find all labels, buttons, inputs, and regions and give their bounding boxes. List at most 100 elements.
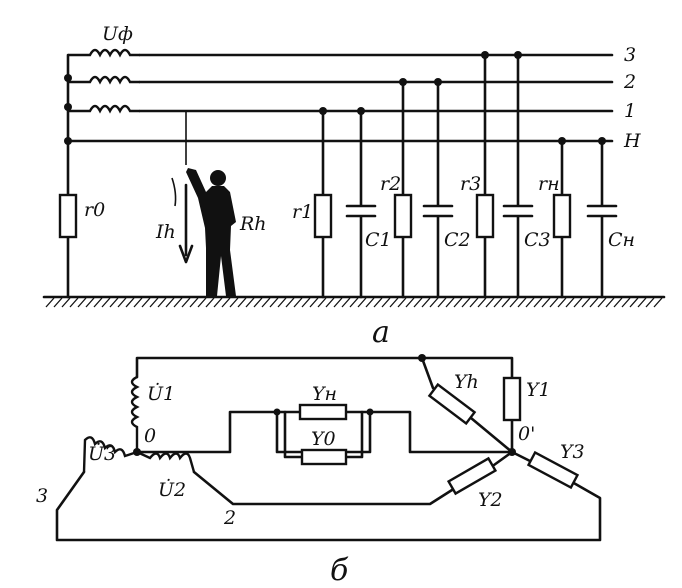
ground-hatch	[533, 297, 543, 308]
ground-hatch	[333, 297, 343, 308]
ground-hatch	[389, 297, 399, 308]
yh-resistor	[427, 382, 477, 426]
ground-hatch	[485, 297, 495, 308]
r2-label: r2	[380, 173, 401, 195]
line-neutral-label: Н	[623, 130, 641, 152]
r3-resistor	[475, 193, 495, 239]
ground-hatch	[285, 297, 295, 308]
c2-label: C2	[444, 229, 471, 251]
ground-hatch	[349, 297, 359, 308]
ground-hatch	[197, 297, 207, 308]
y3-label: Y3	[560, 441, 585, 463]
ground-hatch	[269, 297, 279, 308]
ground-hatch	[629, 297, 639, 308]
ground-hatch	[117, 297, 127, 308]
ground-hatch	[397, 297, 407, 308]
c3-label: C3	[524, 229, 551, 251]
diagram-b: U̇1 0 U̇3 3 U̇2 2 Yн Y0 0' Y1	[36, 354, 602, 588]
ground-hatch	[597, 297, 607, 308]
yn-resistor	[298, 403, 348, 421]
caption-a: a	[372, 315, 390, 350]
ground-hatch	[77, 297, 87, 308]
ground-hatch	[453, 297, 463, 308]
ground-hatch	[229, 297, 239, 308]
ground-hatch	[221, 297, 231, 308]
ground-hatch	[109, 297, 119, 308]
ground-hatch	[365, 297, 375, 308]
ground-hatch	[445, 297, 455, 308]
num-3-label: 3	[36, 485, 48, 507]
u3-coil	[82, 436, 138, 473]
ground-hatch	[69, 297, 79, 308]
ground-hatch	[93, 297, 103, 308]
cn-label: Cн	[608, 229, 635, 251]
ground-hatch	[173, 297, 183, 308]
node-0-label: 0	[144, 425, 156, 447]
y1-resistor	[502, 376, 522, 422]
ground-hatch	[581, 297, 591, 308]
ground-hatch	[525, 297, 535, 308]
ground-hatch	[317, 297, 327, 308]
y0-resistor	[300, 448, 348, 466]
ground-hatch	[277, 297, 287, 308]
capacitors	[345, 204, 618, 218]
node-0-prime-label: 0'	[518, 423, 535, 445]
ground-hatch	[605, 297, 615, 308]
ground-hatch	[461, 297, 471, 308]
r0-label: r0	[84, 199, 105, 221]
ground-hatch	[477, 297, 487, 308]
y0-label: Y0	[311, 428, 336, 450]
y3-resistor	[526, 450, 580, 490]
ground-hatch	[341, 297, 351, 308]
ground-hatch	[549, 297, 559, 308]
current-label: Ih	[155, 221, 176, 243]
line-2-label: 2	[623, 71, 636, 93]
ground-hatch	[613, 297, 623, 308]
line-1-label: 1	[624, 100, 636, 122]
human-resistance-label: Rh	[239, 213, 267, 235]
ground-hatch	[381, 297, 391, 308]
u3-label: U̇3	[88, 443, 116, 465]
phase-coils	[68, 48, 140, 114]
ground-hatch	[45, 297, 55, 308]
ground-hatch	[205, 297, 215, 308]
u2-label: U̇2	[158, 479, 186, 501]
num-2-label: 2	[223, 507, 236, 529]
ground-hatch	[213, 297, 223, 308]
ground-hatch	[189, 297, 199, 308]
ground-hatch	[517, 297, 527, 308]
caption-b: б	[330, 553, 349, 588]
ground-hatch	[53, 297, 63, 308]
ground-hatch	[301, 297, 311, 308]
rn-label: rн	[538, 173, 560, 195]
ground-hatch	[437, 297, 447, 308]
y1-label: Y1	[526, 379, 551, 401]
ground	[42, 295, 666, 308]
line-3-label: 3	[624, 44, 636, 66]
human-figure	[185, 111, 236, 296]
diagram-a: Uф 3 2 1 Н r0 Ih Rh	[42, 23, 666, 350]
u1-coil	[130, 375, 140, 452]
ground-hatch	[405, 297, 415, 308]
ground-hatch	[157, 297, 167, 308]
ground-hatch	[421, 297, 431, 308]
phase-voltage-label: Uф	[102, 23, 133, 45]
ground-hatch	[493, 297, 503, 308]
ground-hatch	[141, 297, 151, 308]
ground-hatch	[413, 297, 423, 308]
ground-hatch	[125, 297, 135, 308]
ground-hatch	[293, 297, 303, 308]
ground-hatch	[565, 297, 575, 308]
ground-hatch	[149, 297, 159, 308]
ground-hatch	[557, 297, 567, 308]
r3-label: r3	[460, 173, 481, 195]
yn-label: Yн	[312, 383, 337, 405]
r1-resistor	[313, 193, 333, 239]
ground-hatch	[85, 297, 95, 308]
ground-hatch	[181, 297, 191, 308]
ground-hatch	[133, 297, 143, 308]
u2-coil	[136, 450, 196, 473]
ground-hatch	[509, 297, 519, 308]
c1-label: C1	[365, 229, 392, 251]
